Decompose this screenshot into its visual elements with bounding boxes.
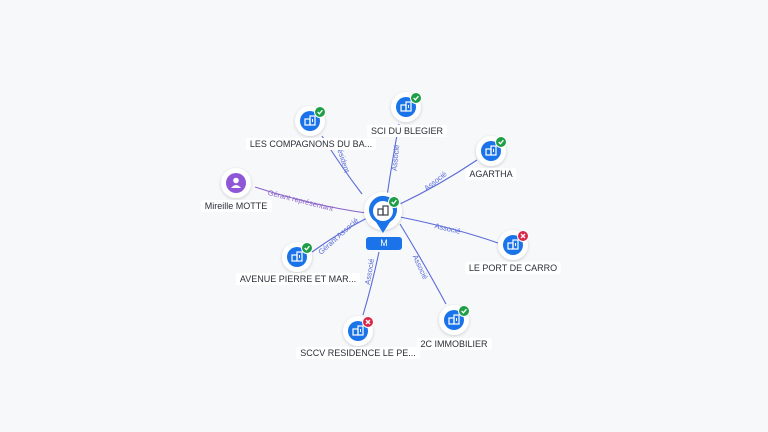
check-badge-icon bbox=[314, 106, 326, 118]
edge-label-port: Associé bbox=[434, 221, 462, 236]
check-badge-icon bbox=[388, 196, 400, 208]
node-label-port[interactable]: LE PORT DE CARRO bbox=[464, 262, 562, 274]
edge-label-mireille: Gérant représentant bbox=[267, 188, 335, 213]
node-label-agartha[interactable]: AGARTHA bbox=[465, 168, 517, 180]
building-icon bbox=[352, 325, 364, 336]
edge-mireille bbox=[254, 186, 367, 214]
building-icon bbox=[377, 205, 389, 216]
building-icon bbox=[400, 101, 412, 112]
center-node-label[interactable]: M bbox=[366, 237, 402, 250]
edge-avenue bbox=[311, 217, 368, 253]
edge-immobilier bbox=[399, 223, 447, 305]
edge-agartha bbox=[397, 159, 478, 206]
check-badge-icon bbox=[495, 136, 507, 148]
edge-label-agartha: Associé bbox=[422, 169, 448, 192]
node-agartha[interactable] bbox=[476, 136, 507, 166]
node-sccv[interactable] bbox=[343, 316, 374, 346]
building-icon bbox=[448, 314, 460, 325]
node-label-compagnons[interactable]: LES COMPAGNONS DU BA... bbox=[245, 138, 377, 150]
person-icon bbox=[231, 177, 241, 188]
building-icon bbox=[291, 251, 303, 262]
node-label-sccv[interactable]: SCCV RESIDENCE LE PE... bbox=[296, 347, 420, 359]
check-badge-icon bbox=[301, 242, 313, 254]
center-node[interactable] bbox=[364, 192, 402, 233]
check-badge-icon bbox=[458, 305, 470, 317]
node-immobilier[interactable] bbox=[439, 305, 470, 335]
node-avenue[interactable] bbox=[282, 242, 313, 272]
edge-label-avenue: Gérant Associé bbox=[316, 216, 360, 257]
node-label-immobilier[interactable]: 2C IMMOBILIER bbox=[416, 338, 492, 350]
edge-label-sci: Associé bbox=[390, 144, 402, 171]
edge-sccv bbox=[362, 251, 380, 316]
building-icon bbox=[507, 239, 519, 250]
building-icon bbox=[485, 145, 497, 156]
closed-badge-icon bbox=[362, 316, 374, 328]
node-label-sci[interactable]: SCI DU BLEGIER bbox=[366, 125, 448, 137]
check-badge-icon bbox=[410, 92, 422, 104]
edge-label-immobilier: Associé bbox=[411, 253, 430, 281]
node-mireille[interactable] bbox=[221, 168, 251, 198]
closed-badge-icon bbox=[517, 230, 529, 242]
node-label-avenue[interactable]: AVENUE PIERRE ET MAR... bbox=[235, 273, 361, 285]
edge-label-sccv: Associé bbox=[363, 258, 376, 285]
node-compagnons[interactable] bbox=[295, 106, 326, 136]
node-label-mireille[interactable]: Mireille MOTTE bbox=[200, 200, 272, 212]
building-icon bbox=[304, 115, 316, 126]
node-sci[interactable] bbox=[391, 92, 422, 122]
edge-port bbox=[399, 216, 499, 244]
node-port[interactable] bbox=[498, 230, 529, 260]
